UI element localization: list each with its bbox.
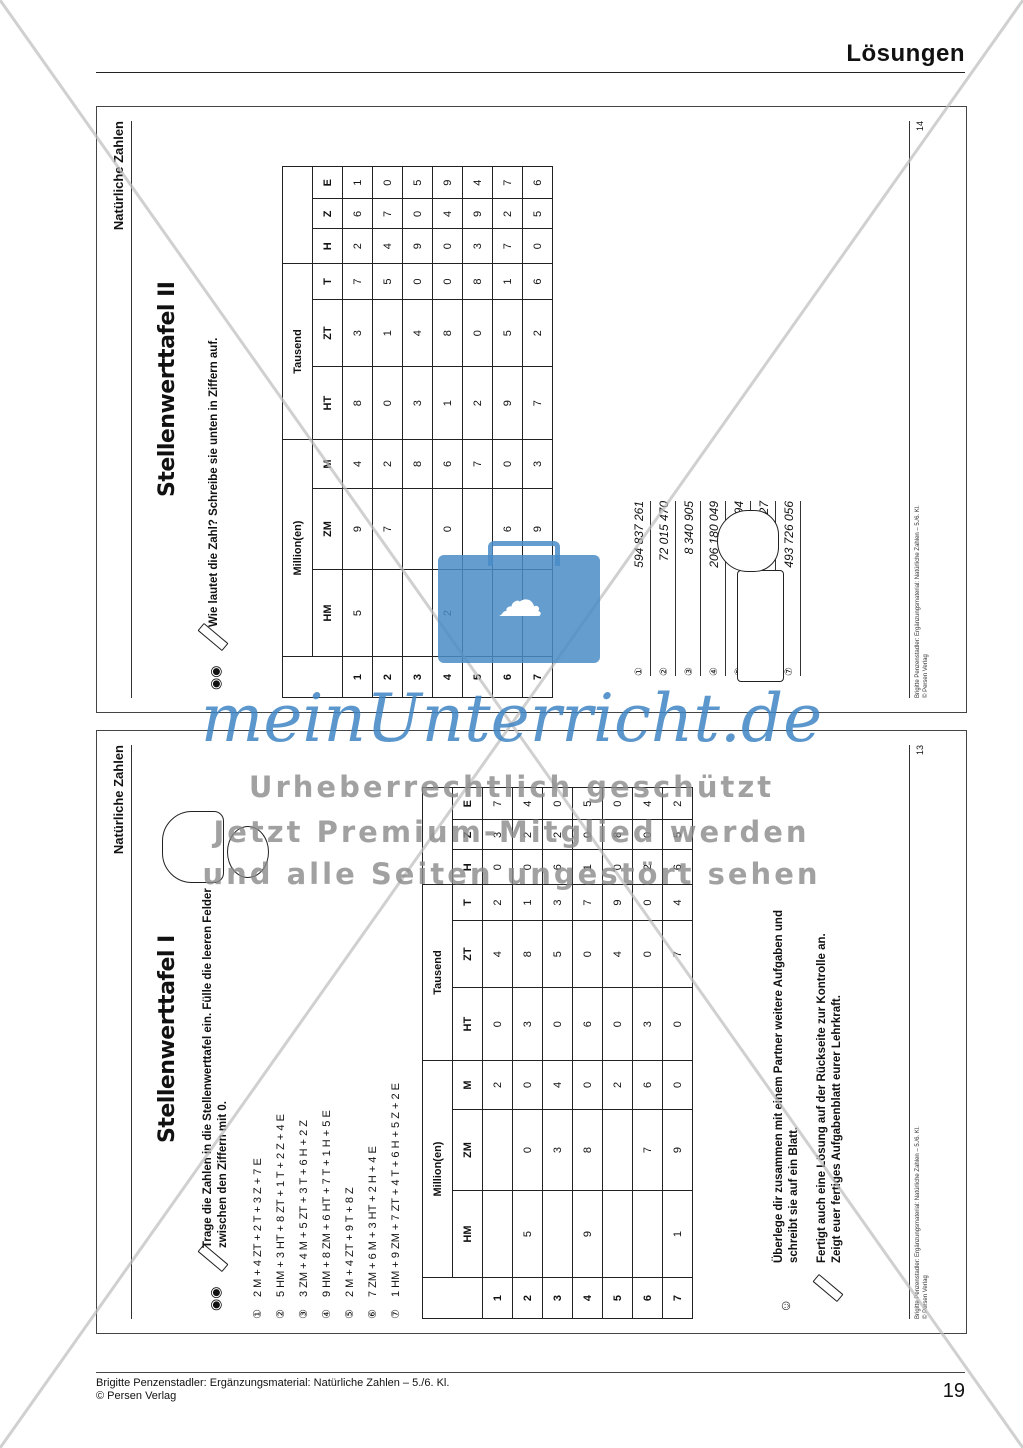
cloud-icon: ☁ <box>497 574 543 626</box>
watermark-briefcase-handle <box>488 541 560 566</box>
page-number: 19 <box>942 1380 965 1402</box>
watermark-brand: meinUnterricht.de <box>200 680 823 757</box>
footer-credit: Brigitte Penzenstadler: Ergänzungsmateri… <box>96 1377 449 1403</box>
watermark-line-3: und alle Seiten ungestört sehen <box>202 857 821 891</box>
footer-credit-line-1: Brigitte Penzenstadler: Ergänzungsmateri… <box>96 1377 450 1389</box>
page-heading: Lösungen <box>846 40 965 67</box>
worksheet-stellenwerttafel-1: Natürliche Zahlen Stellenwerttafel I ◉◉ … <box>96 730 967 1334</box>
watermark-briefcase-logo <box>438 555 600 663</box>
footer-divider <box>96 1372 965 1373</box>
watermark-line-2: Jetzt Premium-Mitglied werden <box>213 815 810 849</box>
watermark-line-1: Urheberrechtlich geschützt <box>248 770 775 804</box>
header-divider <box>96 72 965 73</box>
footer-credit-line-2: © Persen Verlag <box>96 1390 177 1402</box>
